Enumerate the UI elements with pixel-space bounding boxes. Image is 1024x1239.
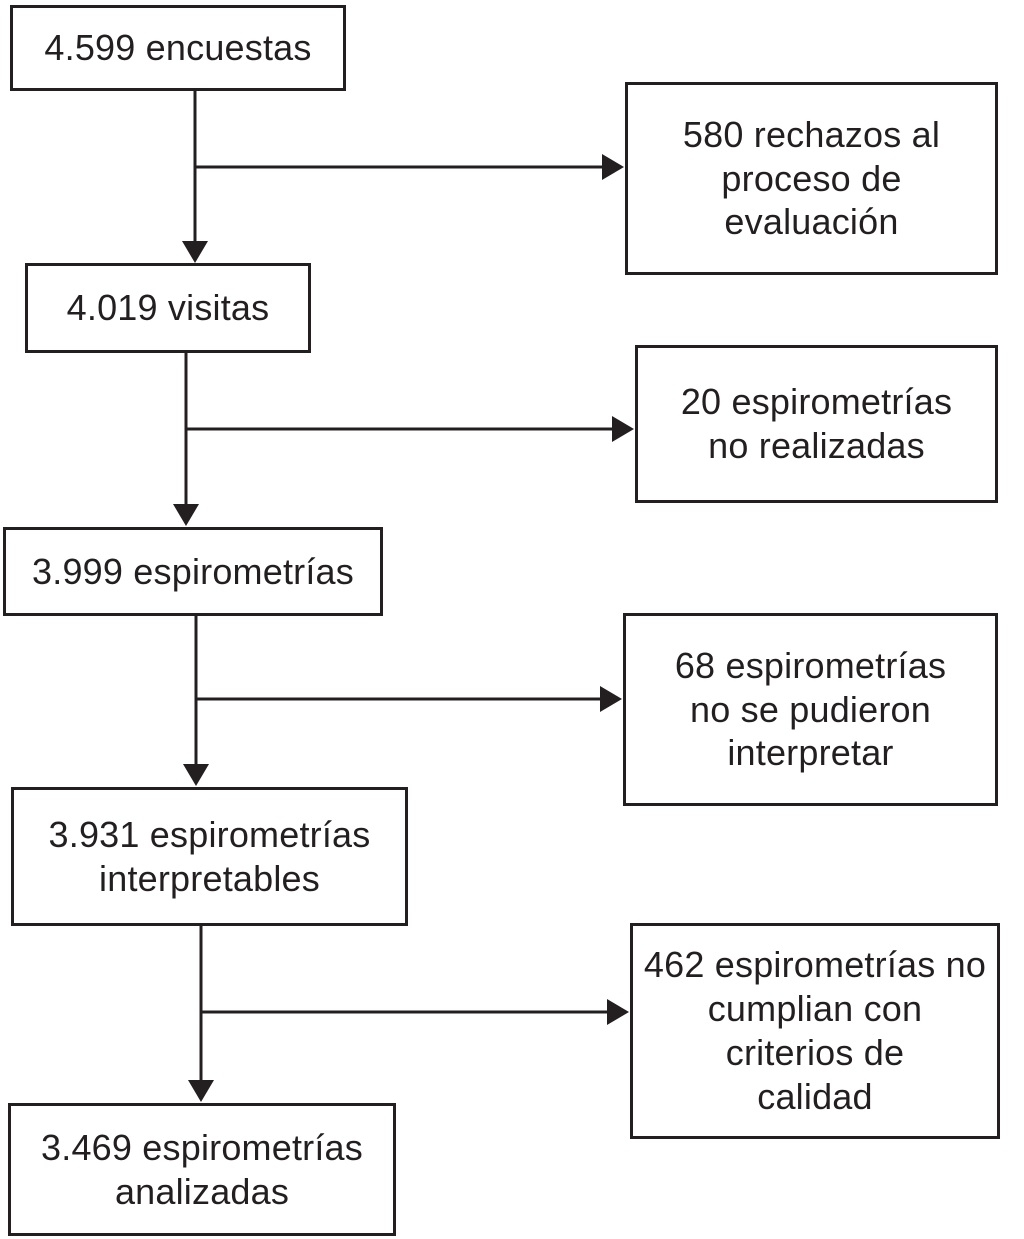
flow-box-label: 462 espirometrías no cumplian con criter… — [643, 944, 987, 1117]
flow-box-sin-criterios-calidad: 462 espirometrías no cumplian con criter… — [630, 923, 1000, 1139]
flow-box-label: 4.599 encuestas — [44, 27, 312, 69]
flow-box-label: 580 rechazos al proceso de evaluación — [682, 113, 941, 243]
flow-box-label: 3.931 espirometrías interpretables — [48, 813, 371, 899]
arrow-down-icon — [188, 1080, 214, 1102]
flow-box-label: 3.999 espirometrías — [32, 550, 354, 592]
connector-visitas-espirometrias — [173, 353, 634, 526]
flow-box-label: 20 espirometrías no realizadas — [680, 381, 953, 466]
flow-box-label: 4.019 visitas — [66, 287, 270, 329]
connector-encuestas-visitas — [182, 90, 624, 263]
arrow-right-icon — [600, 686, 622, 712]
arrow-down-icon — [183, 764, 209, 786]
connector-interpretables-analizadas — [188, 926, 629, 1102]
arrow-right-icon — [612, 416, 634, 442]
flow-box-label: 68 espirometrías no se pudieron interpre… — [674, 644, 947, 774]
flow-box-label: 3.469 espirometrías analizadas — [41, 1126, 363, 1212]
flow-box-no-realizadas: 20 espirometrías no realizadas — [635, 345, 998, 503]
flow-box-rechazos-evaluacion: 580 rechazos al proceso de evaluación — [625, 82, 998, 275]
flow-box-no-interpretables: 68 espirometrías no se pudieron interpre… — [623, 613, 998, 806]
flow-box-espirometrias-interpretables: 3.931 espirometrías interpretables — [11, 787, 408, 926]
arrow-right-icon — [607, 999, 629, 1025]
arrow-right-icon — [602, 154, 624, 180]
arrow-down-icon — [173, 504, 199, 526]
flow-box-espirometrias-analizadas: 3.469 espirometrías analizadas — [8, 1103, 396, 1236]
arrow-down-icon — [182, 241, 208, 263]
connector-espirometrias-interpretables — [183, 616, 622, 786]
flow-box-visitas: 4.019 visitas — [25, 263, 311, 353]
flow-box-encuestas: 4.599 encuestas — [10, 5, 346, 91]
flow-box-espirometrias: 3.999 espirometrías — [3, 527, 383, 616]
